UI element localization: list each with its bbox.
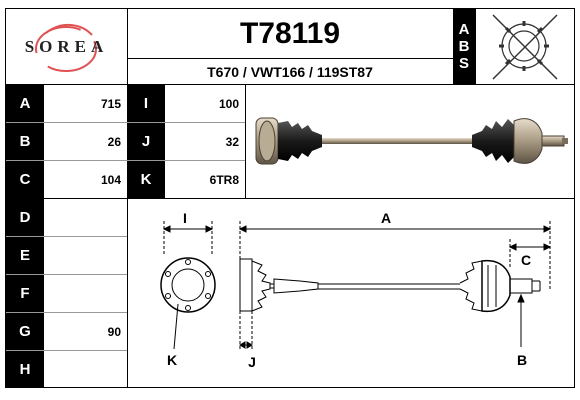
grid-line [6, 274, 127, 275]
spec-label-i: I [127, 85, 165, 122]
diagram-label-a: A [381, 210, 391, 226]
grid-line [6, 122, 245, 123]
spec-label-k: K [127, 161, 165, 198]
grid-line [6, 160, 245, 161]
spec-label-j: J [127, 123, 165, 160]
dimension-diagram: I A C K J B [160, 210, 552, 370]
grid-line [475, 9, 476, 84]
diagram-label-k: K [167, 352, 177, 368]
grid-line [6, 84, 574, 85]
grid-line [453, 9, 454, 84]
abs-ring-crossed-icon [492, 14, 558, 80]
spec-label-h: H [6, 351, 44, 387]
spec-value-i: 100 [218, 96, 239, 111]
part-number-title: T78119 [239, 17, 341, 50]
cross-references: T670 / VWT166 / 119ST87 [207, 63, 373, 80]
abs-letter-a: A [458, 21, 470, 38]
spec-value-a: 715 [100, 96, 121, 111]
abs-indicator: A B S [453, 9, 475, 84]
spec-sheet-frame [5, 8, 575, 388]
abs-letter-s: S [458, 55, 469, 72]
grid-line [245, 84, 246, 198]
diagram-label-b: B [517, 352, 527, 368]
diagram-label-c: C [521, 252, 531, 268]
spec-value-f [44, 275, 127, 312]
spec-label-d: D [6, 199, 44, 236]
spec-value-k: 6TR8 [209, 172, 239, 187]
spec-value-g: 90 [107, 324, 121, 339]
spec-label-b: B [6, 123, 44, 160]
spec-label-c: C [6, 161, 44, 198]
diagram-label-j: J [248, 354, 256, 370]
spec-value-h [44, 351, 127, 387]
spec-value-b: 26 [107, 134, 121, 149]
spec-label-a: A [6, 85, 44, 122]
brand-logo: SOREA [6, 9, 127, 84]
spec-label-g: G [6, 313, 44, 350]
abs-ring-box [475, 9, 574, 84]
grid-line [6, 236, 127, 237]
grid-line [6, 350, 127, 351]
spec-value-e [44, 237, 127, 274]
abs-letter-b: B [458, 38, 470, 55]
spec-value-j: 32 [225, 134, 239, 149]
spec-label-e: E [6, 237, 44, 274]
logo-text: SOREA [24, 36, 109, 56]
logo-swoosh-icon [35, 24, 97, 72]
driveshaft-photo [255, 117, 568, 165]
grid-line [127, 58, 453, 59]
grid-line [6, 312, 127, 313]
spec-label-f: F [6, 275, 44, 312]
diagram-label-i: I [183, 210, 187, 226]
grid-line [6, 198, 574, 199]
spec-value-c: 104 [100, 172, 121, 187]
spec-value-d [44, 199, 127, 236]
